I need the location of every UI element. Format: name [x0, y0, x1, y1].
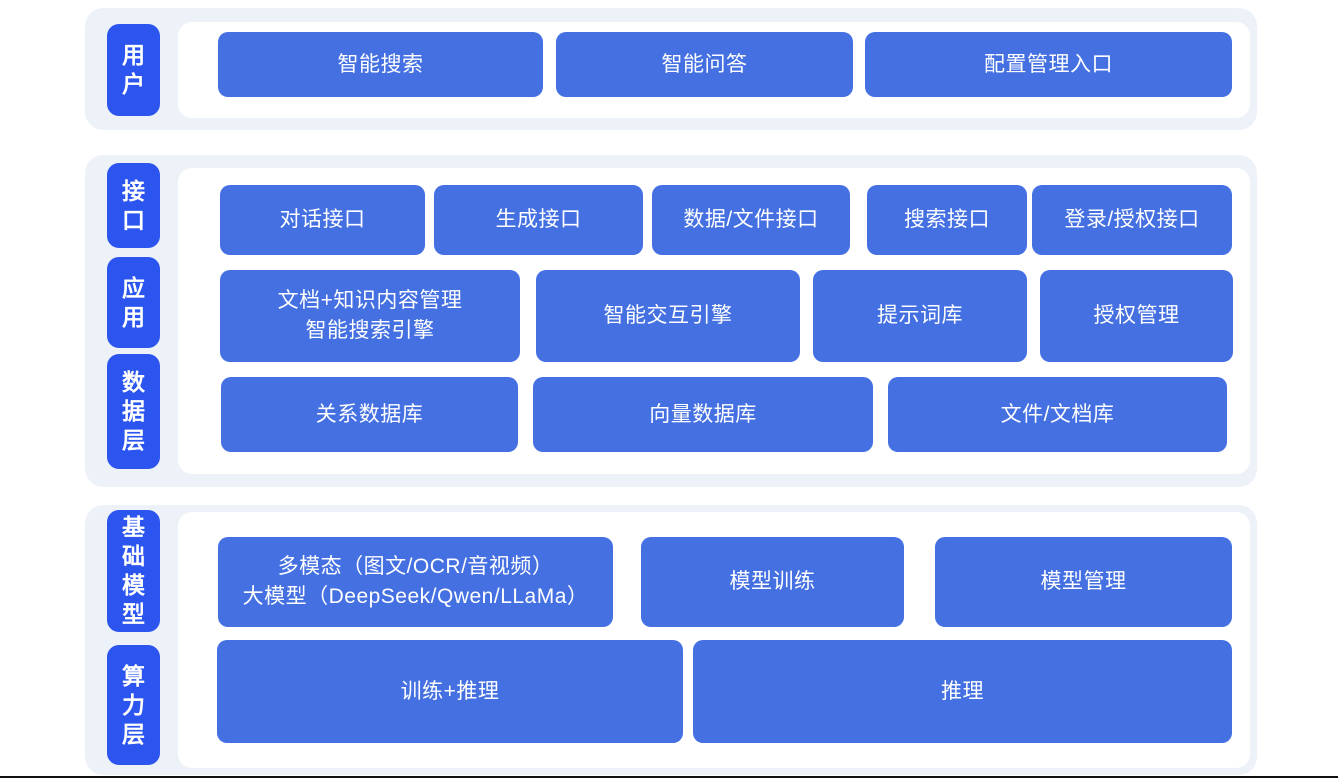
- node-file-doc-store-label: 文件/文档库: [1000, 402, 1115, 426]
- node-file-doc-store: 文件/文档库: [888, 377, 1227, 452]
- node-model-mgmt-label: 模型管理: [1040, 570, 1127, 593]
- node-prompt-library: 提示词库: [813, 270, 1027, 362]
- node-interaction-engine-label: 智能交互引擎: [603, 304, 733, 327]
- tab-interface-layer-label: 接口: [122, 177, 145, 233]
- node-vector-db: 向量数据库: [533, 377, 873, 452]
- node-multimodal-line2: 大模型（DeepSeek/Qwen/LLaMa）: [242, 585, 589, 608]
- node-vector-db-label: 向量数据库: [649, 402, 757, 426]
- node-smart-search: 智能搜索: [218, 32, 543, 97]
- node-relational-db: 关系数据库: [221, 377, 518, 452]
- node-doc-knowledge-line1: 文档+知识内容管理: [277, 289, 463, 312]
- node-inference: 推理: [693, 640, 1232, 743]
- node-multimodal-line1: 多模态（图文/OCR/音视频）: [277, 555, 554, 578]
- tab-user-layer: 用户: [107, 24, 160, 116]
- node-generate-api: 生成接口: [434, 185, 643, 255]
- node-data-file-api: 数据/文件接口: [652, 185, 850, 255]
- node-prompt-library-label: 提示词库: [877, 304, 963, 327]
- node-dialog-api-label: 对话接口: [279, 208, 366, 231]
- tab-interface-layer: 接口: [107, 163, 160, 248]
- node-auth-mgmt: 授权管理: [1040, 270, 1233, 362]
- tab-data-layer-label: 数据层: [122, 369, 145, 453]
- node-train-inference: 训练+推理: [217, 640, 683, 743]
- node-config-entry-label: 配置管理入口: [984, 52, 1113, 76]
- tab-application-layer: 应用: [107, 257, 160, 348]
- node-relational-db-label: 关系数据库: [315, 402, 424, 426]
- node-model-training: 模型训练: [641, 537, 904, 627]
- node-generate-api-label: 生成接口: [495, 208, 582, 231]
- node-search-api-label: 搜索接口: [904, 208, 990, 231]
- node-search-api: 搜索接口: [867, 185, 1027, 255]
- node-model-mgmt: 模型管理: [935, 537, 1232, 627]
- node-smart-search-label: 智能搜索: [337, 52, 424, 76]
- node-login-auth-api: 登录/授权接口: [1032, 185, 1232, 255]
- tab-compute-layer-label: 算力层: [122, 662, 145, 747]
- node-dialog-api: 对话接口: [220, 185, 425, 255]
- node-login-auth-api-label: 登录/授权接口: [1064, 208, 1200, 231]
- node-config-entry: 配置管理入口: [865, 32, 1232, 97]
- node-interaction-engine: 智能交互引擎: [536, 270, 800, 362]
- node-smart-qa-label: 智能问答: [661, 52, 748, 76]
- node-doc-knowledge-search-engine: 文档+知识内容管理 智能搜索引擎: [220, 270, 520, 362]
- tab-user-layer-label: 用户: [122, 42, 145, 97]
- node-data-file-api-label: 数据/文件接口: [683, 208, 819, 231]
- tab-base-model-layer: 基础模型: [107, 510, 160, 632]
- tab-application-layer-label: 应用: [122, 274, 145, 330]
- tab-compute-layer: 算力层: [107, 645, 160, 765]
- tab-base-model-layer-label: 基础模型: [122, 514, 145, 627]
- node-smart-qa: 智能问答: [556, 32, 853, 97]
- tab-data-layer: 数据层: [107, 354, 160, 469]
- node-train-inference-label: 训练+推理: [400, 679, 500, 703]
- node-multimodal-llm: 多模态（图文/OCR/音视频） 大模型（DeepSeek/Qwen/LLaMa）: [218, 537, 613, 627]
- node-auth-mgmt-label: 授权管理: [1093, 304, 1180, 327]
- bottom-divider-line: [0, 776, 1338, 778]
- node-inference-label: 推理: [941, 679, 984, 703]
- node-model-training-label: 模型训练: [729, 570, 816, 593]
- node-doc-knowledge-line2: 智能搜索引擎: [305, 319, 435, 342]
